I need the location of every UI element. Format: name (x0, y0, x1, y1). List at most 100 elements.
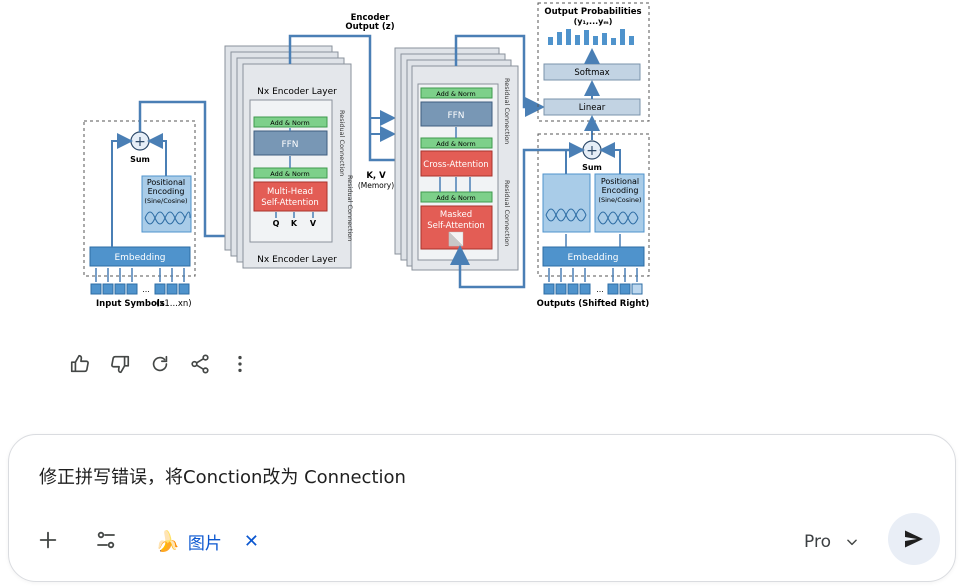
input-embedding-label: Embedding (114, 253, 165, 263)
input-ellipsis: ... (142, 285, 150, 294)
output-emb-to-sum-arrow (565, 142, 585, 174)
output-sum-plus: + (586, 143, 598, 159)
send-button[interactable] (888, 513, 940, 565)
input-posenc-l2: Encoding (148, 187, 185, 196)
encoder-output-path (288, 34, 415, 170)
output-probs-sub: (y₁,...yₘ) (574, 17, 613, 26)
encoder-residual-label-2: Residual Connection (346, 175, 354, 241)
response-actions (60, 348, 260, 380)
output-ellipsis: ... (596, 285, 604, 294)
input-cos-wave (144, 211, 186, 225)
share-button[interactable] (180, 348, 220, 380)
encoder-residual-label: Residual Connection (338, 110, 346, 176)
output-sum-label: Sum (582, 163, 602, 172)
more-vert-icon (238, 355, 242, 373)
plus-icon (39, 531, 57, 549)
model-label: Pro (804, 532, 831, 552)
encoder-output-arrows (370, 110, 396, 142)
decoder-masked-l1: Masked (440, 210, 472, 220)
input-sine-wave (144, 211, 191, 225)
input-posenc-l1: Positional (147, 178, 185, 187)
thumbs-up-button[interactable] (60, 348, 100, 380)
input-emb-to-sum-arrow (111, 133, 133, 247)
input-symbols-sub: (x1...xn) (156, 299, 192, 309)
image-tool-label: 图片 (187, 533, 222, 554)
input-sum-label: Sum (130, 155, 150, 164)
output-posenc-l3: (Sine/Cosine) (598, 196, 641, 204)
output-probs-label: Output Probabilities (544, 7, 641, 17)
model-selector[interactable]: Pro (804, 527, 859, 557)
thumbs-up-icon (70, 354, 89, 373)
decoder-addnorm-2-label: Add & Norm (436, 140, 476, 148)
decoder-internal-arrows (439, 127, 471, 192)
thumbs-down-button[interactable] (100, 348, 140, 380)
encoder-q-label: Q (273, 219, 280, 228)
mask-grid-icon (448, 231, 464, 247)
input-tokens (90, 283, 190, 295)
decoder-masked-l2: Self-Attention (427, 221, 485, 231)
output-posenc-box (594, 173, 645, 233)
prompt-input[interactable]: 修正拼写错误，将Conction改为 Connection (39, 467, 406, 488)
add-button[interactable] (33, 525, 63, 555)
output-emb-arrows (565, 234, 621, 247)
encoder-mha-l2: Self-Attention (261, 198, 319, 208)
output-embedding-box (542, 246, 645, 267)
output-prob-bars (548, 29, 634, 45)
decoder-addnorm-1 (420, 87, 493, 99)
regenerate-button[interactable] (140, 348, 180, 380)
encoder-mha-l1: Multi-Head (267, 187, 313, 197)
sum-to-encoder-path (138, 100, 247, 246)
output-cos-wave (597, 211, 639, 225)
transformer-diagram: Embedding Positional Encoding (Sine/Cosi… (83, 2, 650, 309)
encoder-k-label: K (291, 219, 298, 228)
output-emb-image-box (542, 173, 591, 233)
decoder-residual-label-1: Residual Connection (503, 78, 511, 144)
output-tokens (543, 283, 643, 295)
output-dashed-box (537, 133, 650, 277)
input-embedding-box (89, 246, 191, 267)
more-options-button[interactable] (220, 348, 260, 380)
encoder-top-label: Nx Encoder Layer (257, 87, 337, 97)
decoder-addnorm-1-label: Add & Norm (436, 90, 476, 98)
banana-icon: 🍌 (155, 529, 180, 553)
output-embedding-label: Embedding (567, 253, 618, 263)
encoder-bottom-label: Nx Encoder Layer (257, 255, 337, 265)
encoder-mha-box (253, 181, 328, 212)
output-pe-to-sum-arrow (599, 142, 621, 174)
memory-label: (Memory) (358, 181, 394, 190)
encoder-addnorm-top-label: Add & Norm (270, 119, 310, 127)
outputs-shifted-label: Outputs (Shifted Right) (537, 299, 650, 309)
chip-close-icon[interactable]: ✕ (243, 530, 259, 552)
refresh-icon (152, 355, 168, 372)
kv-label: K, V (366, 171, 386, 181)
decoder-cross-attn-box (420, 150, 493, 177)
encoder-addnorm-top (253, 116, 328, 128)
output-posenc-l1: Positional (601, 177, 639, 186)
output-posenc-l2: Encoding (602, 186, 639, 195)
input-symbols-label: Input Symbols (96, 299, 165, 309)
decoder-to-linear-path (454, 34, 545, 117)
input-pe-to-sum-arrow (147, 133, 167, 176)
prompt-composer: 修正拼写错误，将Conction改为 Connection 🍌 图片 ✕ Pro (8, 434, 956, 582)
input-posenc-l3: (Sine/Cosine) (144, 197, 187, 205)
tune-icon (97, 531, 115, 549)
encoder-output-l2: Output (z) (345, 22, 394, 32)
input-token-arrows (95, 268, 185, 282)
share-icon (191, 354, 209, 374)
tools-button[interactable] (91, 525, 121, 555)
encoder-ffn-box (253, 130, 328, 156)
output-emb-wave-2 (545, 208, 587, 222)
softmax-label: Softmax (574, 68, 609, 78)
decoder-residual-label-2: Residual Connection (503, 180, 511, 246)
image-tool-chip[interactable]: 🍌 图片 ✕ (155, 526, 259, 556)
decoder-addnorm-3-label: Add & Norm (436, 194, 476, 202)
output-sum-to-decoder-path (450, 148, 582, 289)
output-token-arrows (548, 268, 638, 282)
decoder-cross-attn-label: Cross-Attention (423, 160, 488, 170)
thumbs-down-icon (111, 355, 130, 374)
decoder-ffn-box (420, 101, 493, 127)
encoder-v-label: V (310, 219, 317, 228)
send-icon (905, 530, 923, 548)
decoder-ffn-label: FFN (447, 111, 464, 121)
encoder-addnorm-bot-label: Add & Norm (270, 170, 310, 178)
